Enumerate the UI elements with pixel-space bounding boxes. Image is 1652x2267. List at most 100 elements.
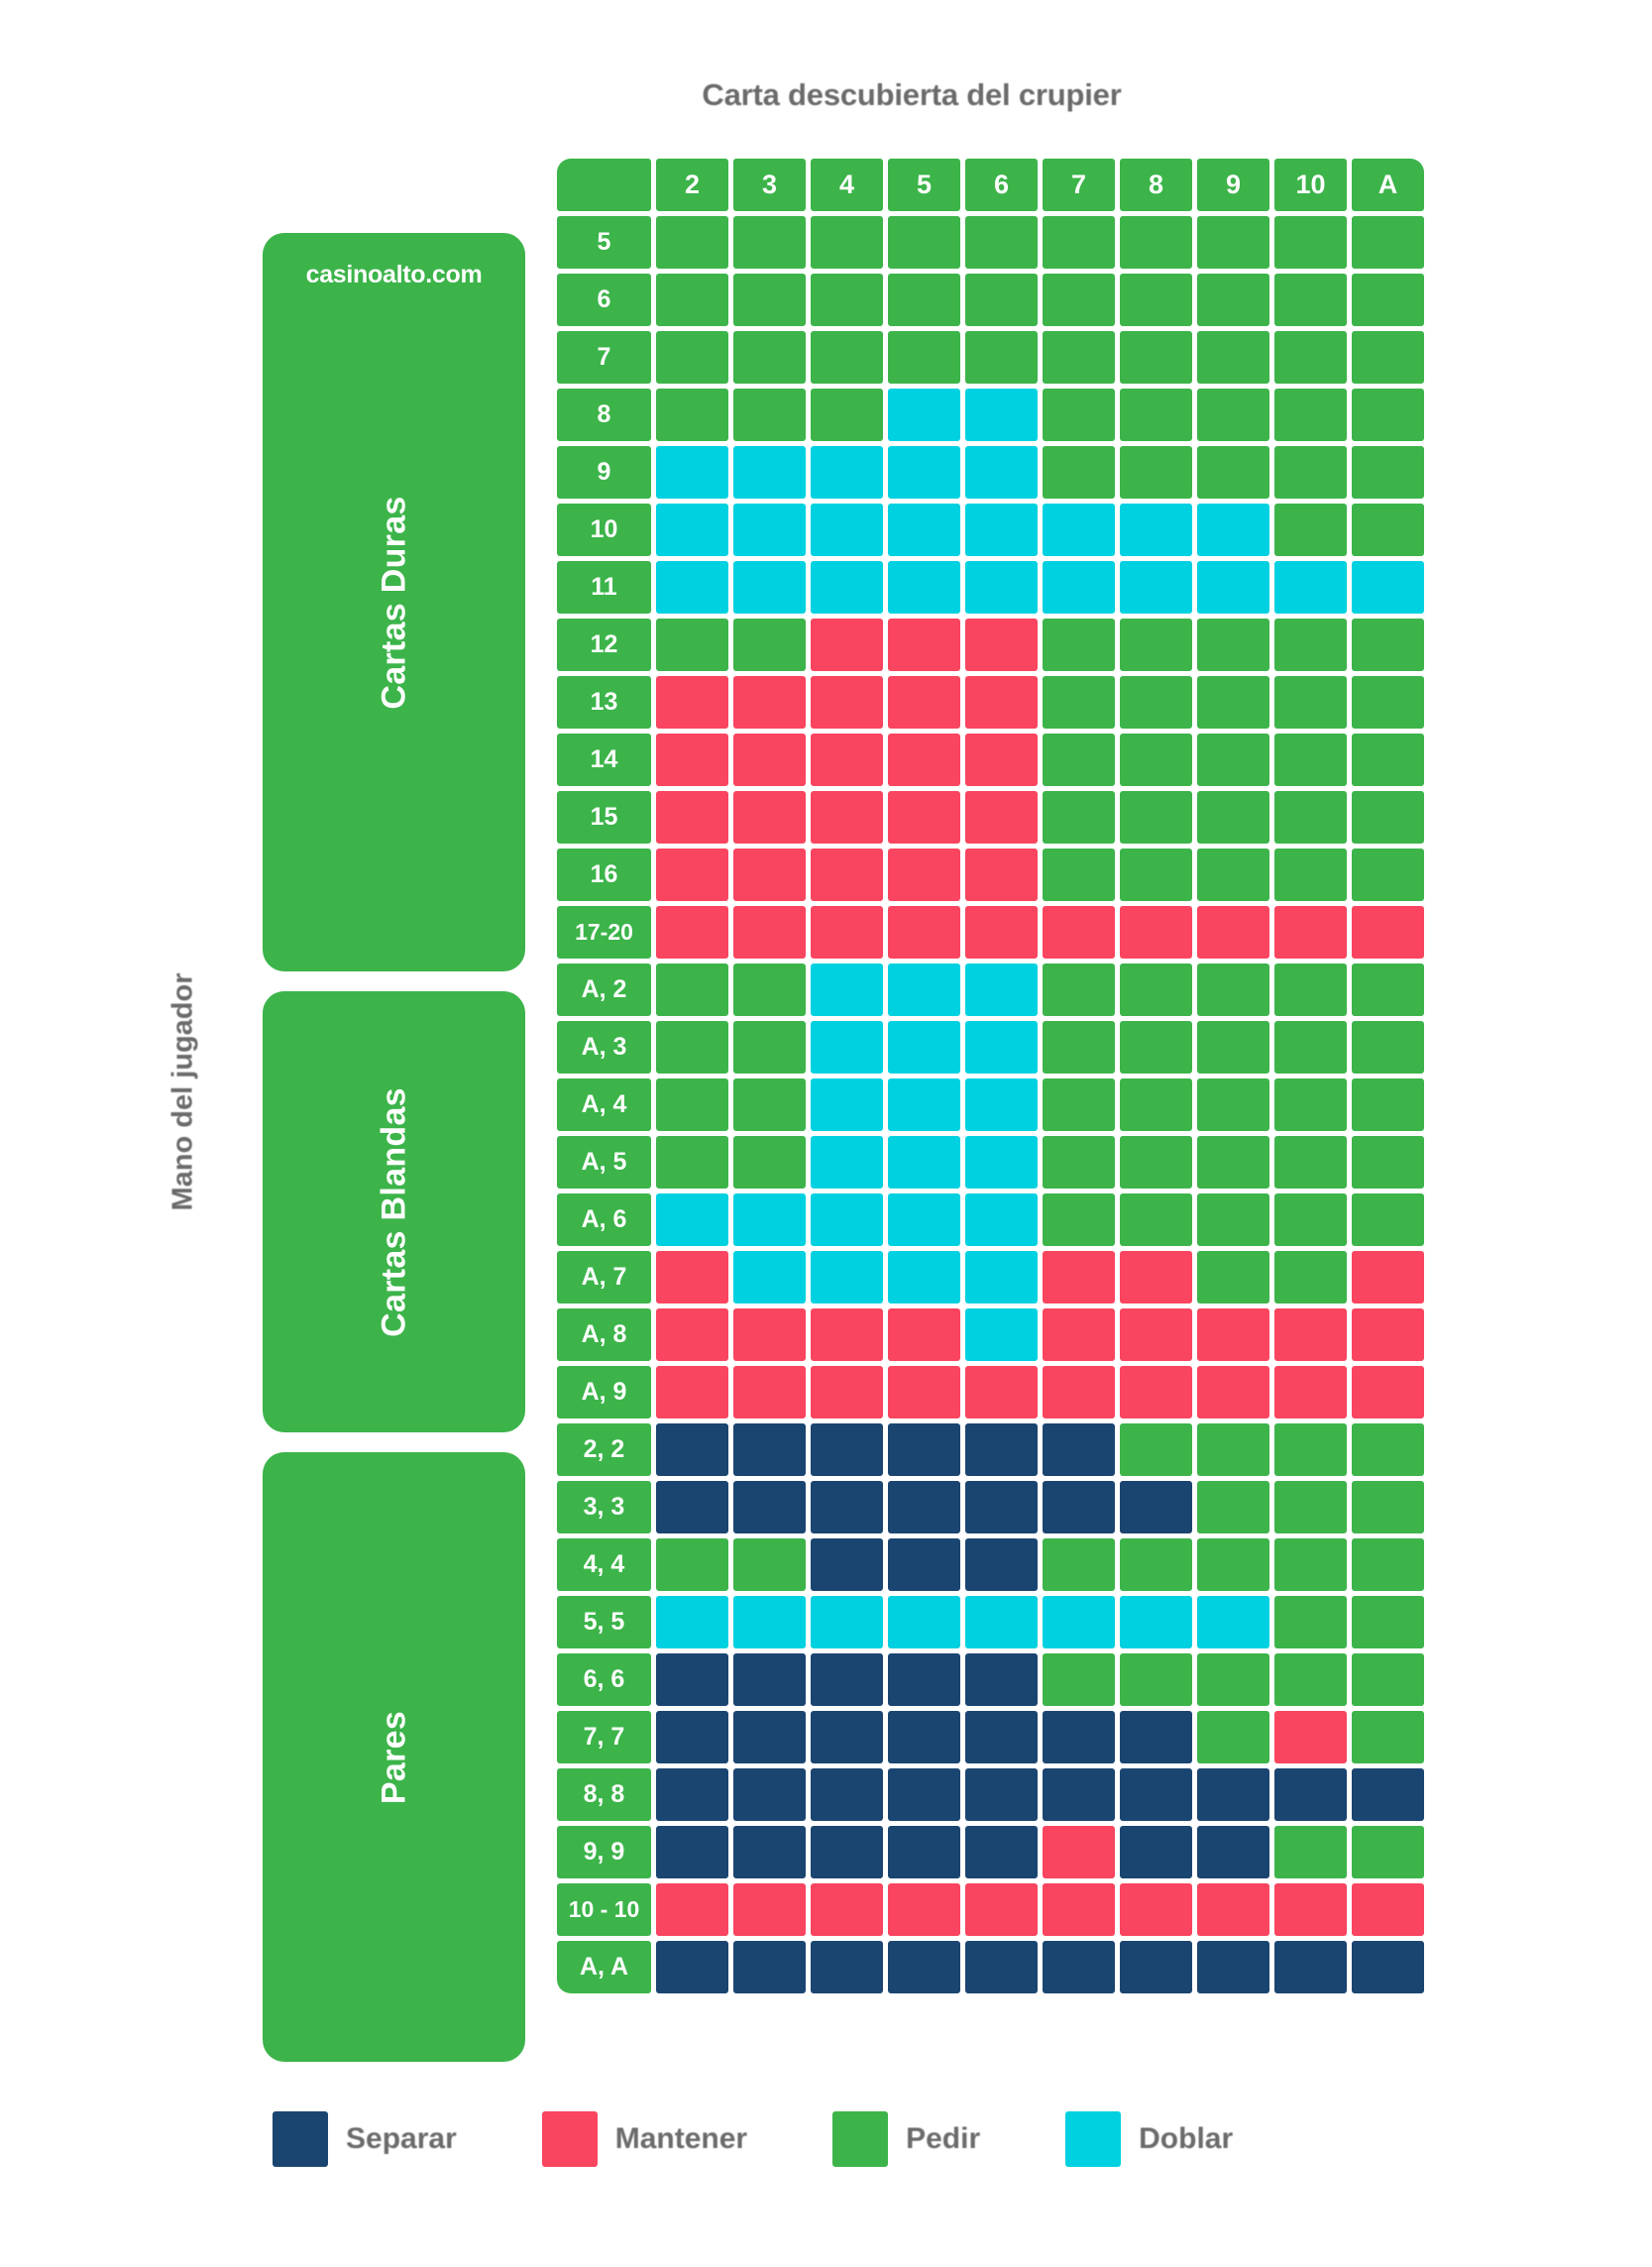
cell-6-6-vs-5	[888, 1653, 960, 1706]
row-label-6: 6	[557, 274, 651, 326]
cell-2-2-vs-7	[1043, 1423, 1115, 1476]
cell-2-2-vs-4	[811, 1423, 883, 1476]
row-label-10: 10	[557, 504, 651, 556]
cell-15-vs-5	[888, 791, 960, 844]
cell-12-vs-5	[888, 619, 960, 671]
legend-item-mantener: Mantener	[541, 2111, 747, 2167]
cell-17-20-vs-8	[1120, 906, 1192, 959]
cell-17-20-vs-2	[656, 906, 728, 959]
cell-2-2-vs-10	[1274, 1423, 1347, 1476]
cell-5-5-vs-3	[733, 1596, 806, 1648]
cell-12-vs-A	[1352, 619, 1424, 671]
legend-item-doblar: Doblar	[1065, 2111, 1233, 2167]
cell-7-vs-2	[656, 331, 728, 384]
cell-A-8-vs-3	[733, 1308, 806, 1361]
cell-14-vs-5	[888, 734, 960, 786]
cell-11-vs-5	[888, 561, 960, 614]
cell-A-6-vs-4	[811, 1193, 883, 1246]
cell-6-6-vs-A	[1352, 1653, 1424, 1706]
cell-A-9-vs-7	[1043, 1366, 1115, 1418]
cell-12-vs-9	[1197, 619, 1269, 671]
cell-15-vs-2	[656, 791, 728, 844]
cell-3-3-vs-A	[1352, 1481, 1424, 1533]
row-label-A-4: A, 4	[557, 1078, 651, 1131]
cell-14-vs-A	[1352, 734, 1424, 786]
cell-A-8-vs-7	[1043, 1308, 1115, 1361]
cell-A-A-vs-10	[1274, 1941, 1347, 1993]
cell-6-6-vs-8	[1120, 1653, 1192, 1706]
cell-A-A-vs-2	[656, 1941, 728, 1993]
cell-6-vs-7	[1043, 274, 1115, 326]
column-header-7: 7	[1043, 159, 1115, 211]
cell-A-3-vs-6	[965, 1021, 1038, 1074]
legend-item-pedir: Pedir	[832, 2111, 980, 2167]
cell-A-2-vs-8	[1120, 963, 1192, 1016]
row-label-16: 16	[557, 849, 651, 901]
cell-A-6-vs-7	[1043, 1193, 1115, 1246]
row-label-11: 11	[557, 561, 651, 614]
cell-3-3-vs-3	[733, 1481, 806, 1533]
cell-A-4-vs-6	[965, 1078, 1038, 1131]
cell-5-5-vs-5	[888, 1596, 960, 1648]
cell-A-3-vs-9	[1197, 1021, 1269, 1074]
cell-4-4-vs-8	[1120, 1538, 1192, 1591]
cell-7-7-vs-5	[888, 1711, 960, 1763]
cell-9-vs-10	[1274, 446, 1347, 499]
cell-4-4-vs-3	[733, 1538, 806, 1591]
cell-9-vs-8	[1120, 446, 1192, 499]
cell-A-5-vs-6	[965, 1136, 1038, 1189]
column-header-A: A	[1352, 159, 1424, 211]
cell-A-2-vs-10	[1274, 963, 1347, 1016]
cell-14-vs-6	[965, 734, 1038, 786]
cell-A-5-vs-9	[1197, 1136, 1269, 1189]
cell-A-7-vs-10	[1274, 1251, 1347, 1304]
cell-2-2-vs-3	[733, 1423, 806, 1476]
cell-10-vs-9	[1197, 504, 1269, 556]
cell-14-vs-7	[1043, 734, 1115, 786]
cell-10---10-vs-5	[888, 1883, 960, 1936]
cell-15-vs-9	[1197, 791, 1269, 844]
cell-9-9-vs-4	[811, 1826, 883, 1878]
cell-13-vs-10	[1274, 676, 1347, 729]
cell-A-3-vs-7	[1043, 1021, 1115, 1074]
legend-label-pedir: Pedir	[906, 2122, 981, 2155]
cell-7-vs-7	[1043, 331, 1115, 384]
cell-8-8-vs-7	[1043, 1768, 1115, 1821]
cell-13-vs-2	[656, 676, 728, 729]
cell-A-6-vs-8	[1120, 1193, 1192, 1246]
cell-8-vs-5	[888, 389, 960, 441]
cell-11-vs-A	[1352, 561, 1424, 614]
cell-5-5-vs-A	[1352, 1596, 1424, 1648]
cell-11-vs-6	[965, 561, 1038, 614]
cell-10-vs-4	[811, 504, 883, 556]
brand-label: casinoalto.com	[305, 261, 483, 288]
cell-7-7-vs-10	[1274, 1711, 1347, 1763]
cell-16-vs-2	[656, 849, 728, 901]
cell-A-8-vs-9	[1197, 1308, 1269, 1361]
cell-A-3-vs-8	[1120, 1021, 1192, 1074]
column-header-5: 5	[888, 159, 960, 211]
cell-12-vs-8	[1120, 619, 1192, 671]
cell-A-6-vs-10	[1274, 1193, 1347, 1246]
cell-6-vs-5	[888, 274, 960, 326]
cell-8-vs-2	[656, 389, 728, 441]
cell-3-3-vs-10	[1274, 1481, 1347, 1533]
legend-label-doblar: Doblar	[1139, 2122, 1234, 2155]
cell-A-4-vs-10	[1274, 1078, 1347, 1131]
cell-9-9-vs-6	[965, 1826, 1038, 1878]
section-label-hard: Cartas Duras	[375, 495, 412, 710]
cell-6-vs-6	[965, 274, 1038, 326]
cell-8-vs-8	[1120, 389, 1192, 441]
cell-16-vs-3	[733, 849, 806, 901]
cell-A-2-vs-5	[888, 963, 960, 1016]
cell-10-vs-7	[1043, 504, 1115, 556]
cell-A-9-vs-3	[733, 1366, 806, 1418]
cell-5-5-vs-4	[811, 1596, 883, 1648]
cell-3-3-vs-8	[1120, 1481, 1192, 1533]
cell-4-4-vs-4	[811, 1538, 883, 1591]
cell-7-7-vs-3	[733, 1711, 806, 1763]
cell-11-vs-8	[1120, 561, 1192, 614]
cell-A-9-vs-8	[1120, 1366, 1192, 1418]
cell-A-9-vs-4	[811, 1366, 883, 1418]
row-label-3-3: 3, 3	[557, 1481, 651, 1533]
